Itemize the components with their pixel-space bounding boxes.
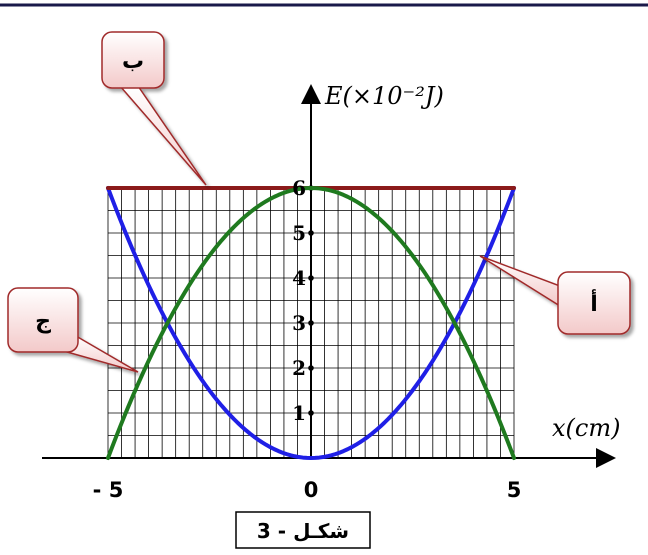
y-tick-dot: [308, 275, 314, 281]
y-tick-dot: [308, 410, 314, 416]
y-tick-label: 6: [292, 176, 306, 200]
y-tick-label: 2: [292, 356, 306, 380]
caption-text: شكـل - 3: [257, 519, 349, 543]
callout-label: ج: [35, 309, 51, 334]
callout: [479, 255, 631, 335]
y-axis-label: E(×10⁻²J): [324, 82, 444, 110]
callout-box: [101, 31, 165, 89]
callout-label: ب: [122, 49, 144, 74]
callout: [7, 287, 139, 373]
series-group: [106, 186, 516, 460]
callout-tail: [118, 85, 207, 186]
caption-box: [235, 511, 371, 549]
series-line: [106, 186, 516, 460]
x-axis-label: x(cm): [552, 414, 620, 442]
callouts-group: ب أ ج شكـل - 3: [7, 31, 631, 549]
callout: [101, 31, 207, 186]
series-line: [106, 186, 516, 460]
y-tick-label: 5: [292, 221, 306, 245]
callout-tail: [479, 255, 561, 308]
labels-group: 1 2 3 4 5 6 - 5 0 5 E(×10⁻²J) x(cm): [93, 82, 621, 502]
y-tick-label: 1: [292, 401, 306, 425]
x-tick-label: - 5: [93, 478, 124, 502]
caption: شكـل - 3: [235, 511, 371, 549]
callout-box: [557, 271, 631, 335]
x-tick-label: 5: [507, 478, 522, 502]
y-tick-dot: [308, 365, 314, 371]
callout-box: [7, 287, 79, 353]
y-tick-label: 3: [292, 311, 306, 335]
y-tick-label: 4: [292, 266, 306, 290]
y-tick-dot: [308, 320, 314, 326]
callout-label: أ: [590, 288, 598, 317]
y-tick-dot: [308, 230, 314, 236]
x-tick-label: 0: [304, 478, 319, 502]
